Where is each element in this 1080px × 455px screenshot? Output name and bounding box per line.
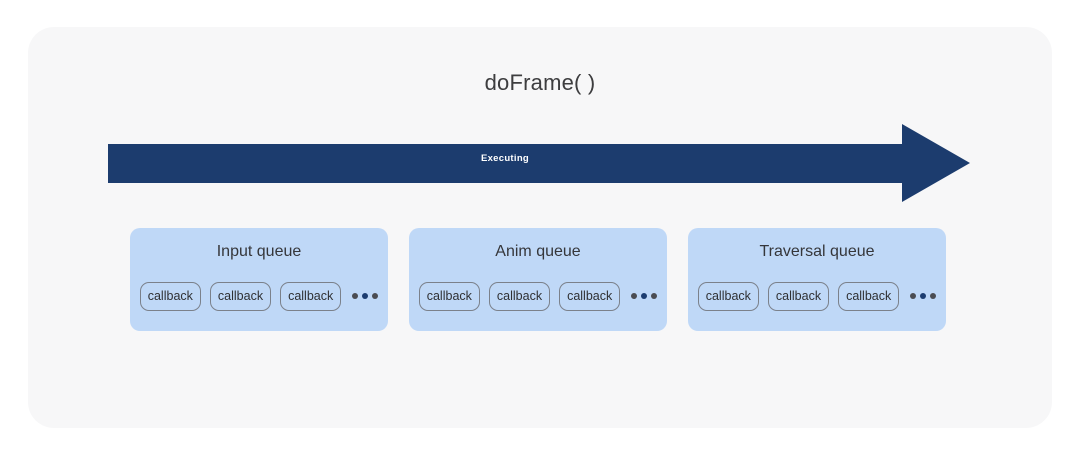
page-title: doFrame( ) <box>484 70 596 95</box>
callback-item[interactable]: callback <box>838 282 900 311</box>
queue-traversal: Traversal queue callback callback callba… <box>688 228 946 331</box>
callback-item[interactable]: callback <box>767 282 830 311</box>
queue-title: Input queue <box>216 243 302 260</box>
callback-list: callback callback callback <box>409 282 667 311</box>
callback-item[interactable]: callback <box>488 282 551 311</box>
more-callbacks-icon <box>352 293 379 300</box>
arrow-label: Executing <box>480 153 530 164</box>
executing-arrow: Executing <box>108 120 970 206</box>
callback-item[interactable]: callback <box>697 282 759 311</box>
callback-item[interactable]: callback <box>418 282 480 311</box>
more-callbacks-icon <box>631 293 658 300</box>
queue-anim: Anim queue callback callback callback <box>409 228 667 331</box>
callback-item[interactable]: callback <box>209 282 272 311</box>
queue-title: Traversal queue <box>759 243 875 260</box>
callback-list: callback callback callback <box>130 282 388 311</box>
callback-item[interactable]: callback <box>559 282 621 311</box>
queue-title: Anim queue <box>495 243 581 260</box>
callback-item[interactable]: callback <box>280 282 342 311</box>
callback-item[interactable]: callback <box>139 282 201 311</box>
callback-list: callback callback callback <box>688 282 946 311</box>
queue-row: Input queue callback callback callback A… <box>130 228 946 331</box>
queue-input: Input queue callback callback callback <box>130 228 388 331</box>
more-callbacks-icon <box>910 293 937 300</box>
diagram-card <box>28 27 1052 428</box>
right-arrow-icon <box>108 124 970 202</box>
